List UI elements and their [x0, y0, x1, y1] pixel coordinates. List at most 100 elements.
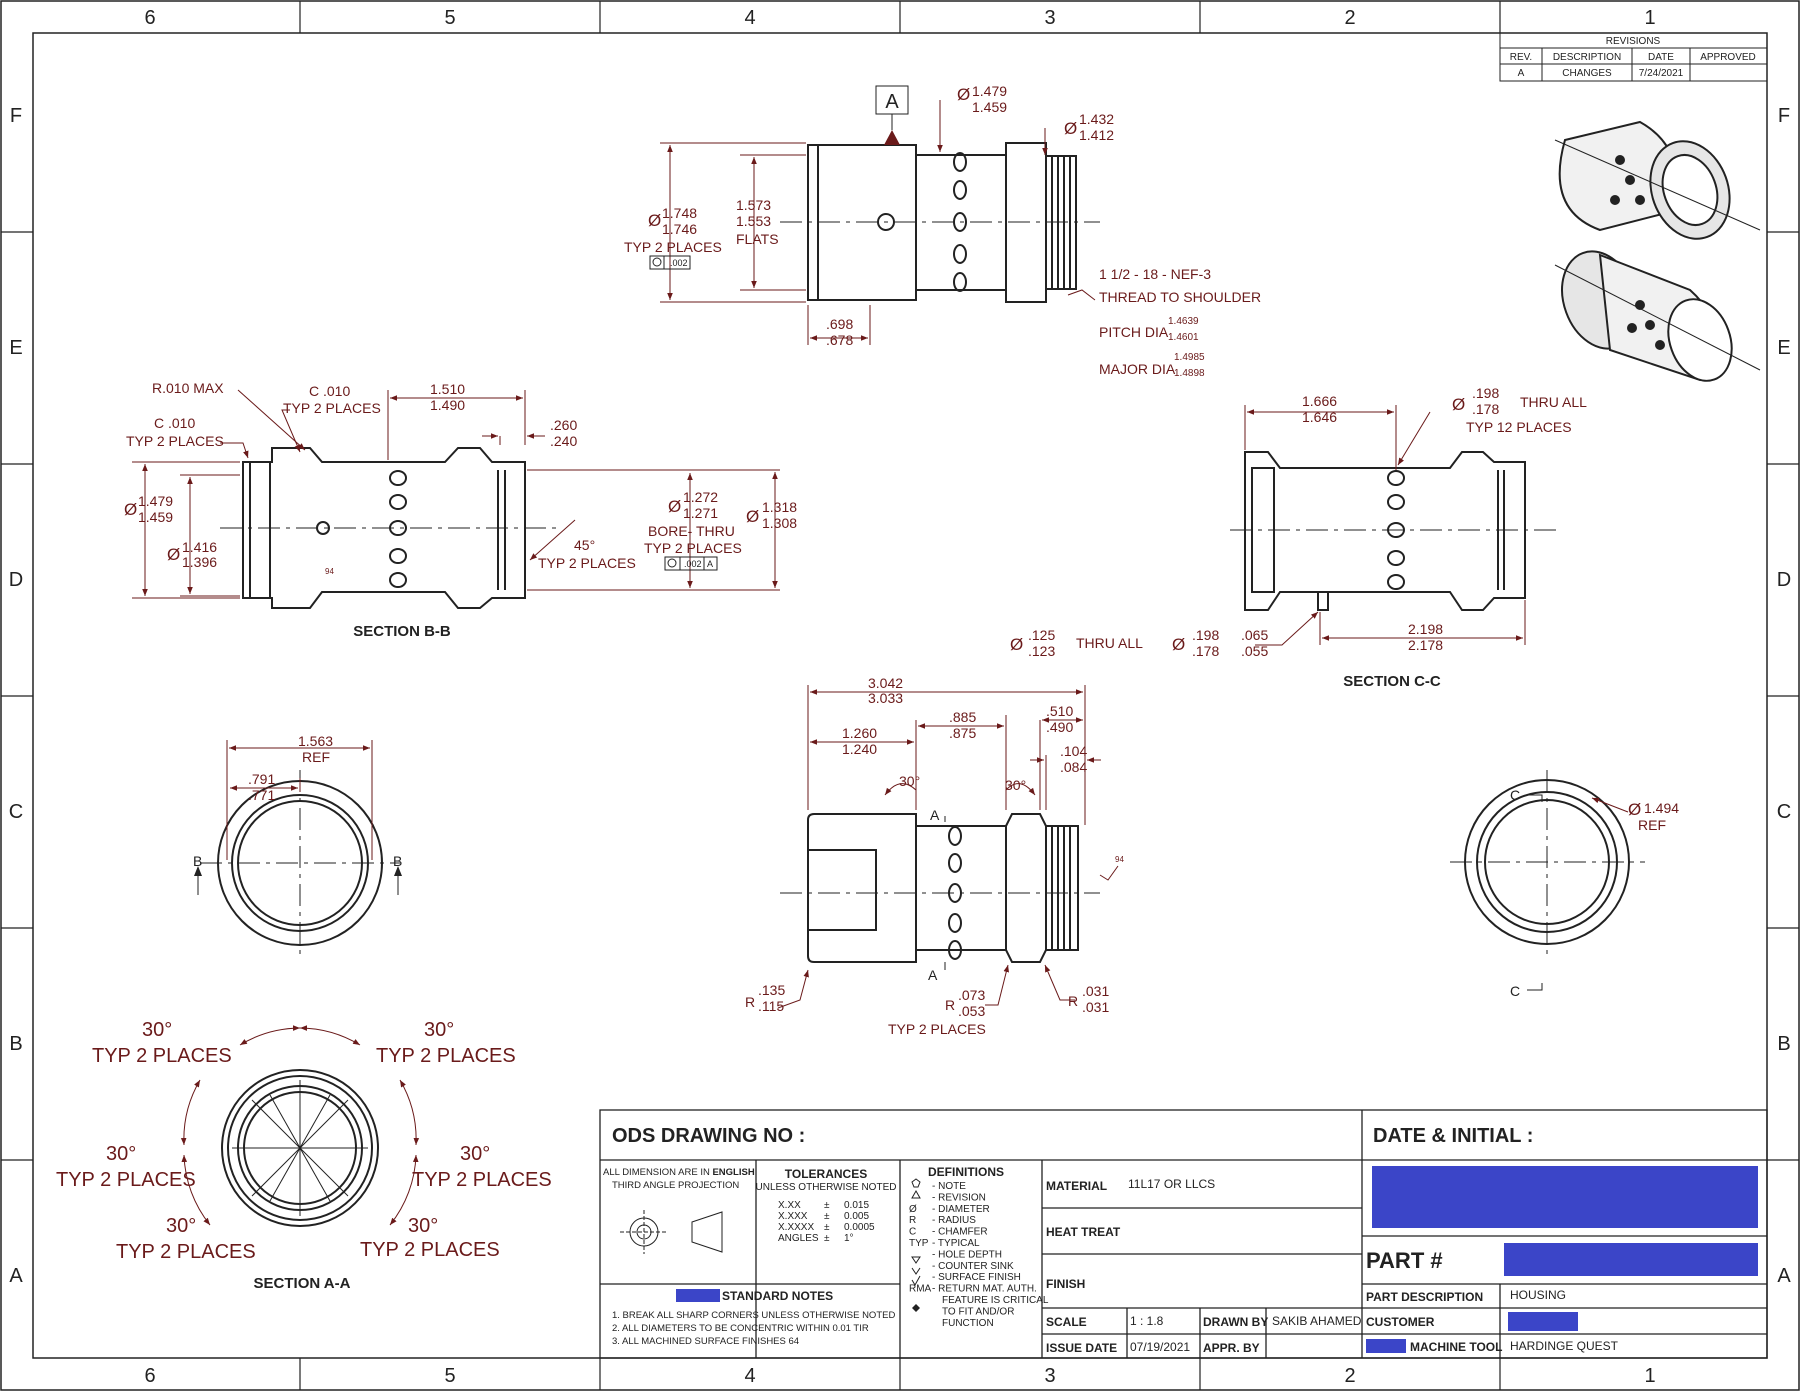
part-number-label: PART # — [1366, 1248, 1443, 1273]
dim-note: ALL DIMENSION ARE IN ENGLISH — [603, 1167, 755, 1178]
section-bb-view: Ø 1.479 1.459 Ø 1.416 1.396 1.510 1.490 … — [124, 380, 797, 640]
material-value: 11L17 OR LLCS — [1128, 1177, 1215, 1191]
svg-text:.002: .002 — [670, 258, 688, 268]
svg-text:Ø: Ø — [1172, 635, 1185, 654]
svg-text:Ø: Ø — [1010, 635, 1023, 654]
dim-text: .178 — [1192, 643, 1219, 659]
svg-text:Ø: Ø — [1628, 800, 1641, 819]
dim-text: R — [1068, 993, 1078, 1009]
definition-text: - DIAMETER — [932, 1204, 990, 1215]
dim-text: BORE- THRU — [648, 523, 735, 539]
section-mark: C — [1510, 983, 1520, 999]
definition-text: - NOTE — [932, 1181, 966, 1192]
tolerance-cell: 0.0005 — [844, 1222, 875, 1233]
dim-text: TYP 2 PLACES — [283, 400, 381, 416]
std-note: 2. ALL DIAMETERS TO BE CONCENTRIC WITHIN… — [612, 1323, 869, 1334]
dim-text: .135 — [758, 982, 785, 998]
col-label: 2 — [1344, 7, 1355, 29]
dim-text: .053 — [958, 1003, 985, 1019]
definition-symbol: R — [909, 1215, 916, 1226]
tol-title: TOLERANCES — [785, 1167, 867, 1181]
dim-text: TYP 2 PLACES — [624, 239, 722, 255]
third-angle-symbol — [620, 1210, 723, 1254]
redacted-box — [1366, 1339, 1406, 1353]
rev-cell: A — [1518, 68, 1525, 79]
tolerance-cell: 1° — [844, 1233, 854, 1244]
row-label: B — [9, 1033, 22, 1055]
dim-text: 1.748 — [662, 205, 697, 221]
dim-text: REF — [302, 749, 330, 765]
dim-text: .240 — [550, 433, 577, 449]
dim-text: THRU ALL — [1520, 394, 1587, 410]
svg-text:Ø: Ø — [167, 545, 180, 564]
tolerance-cell: ± — [824, 1200, 830, 1211]
dim-text: MAJOR DIA — [1099, 361, 1176, 377]
dim-text: 1.479 — [972, 83, 1007, 99]
dim-text: 2.198 — [1408, 621, 1443, 637]
projection-note: THIRD ANGLE PROJECTION — [612, 1180, 739, 1191]
dim-text: TYP 2 PLACES — [644, 540, 742, 556]
row-label: C — [1777, 801, 1791, 823]
angle-text: TYP 2 PLACES — [412, 1169, 552, 1191]
view-mark: A — [930, 807, 940, 823]
drawn-by-value: SAKIB AHAMED — [1272, 1314, 1362, 1328]
tolerance-cell: ± — [824, 1222, 830, 1233]
dim-text: C .010 — [309, 383, 350, 399]
dim-text: .084 — [1060, 759, 1087, 775]
dim-text: 2.178 — [1408, 637, 1443, 653]
dim-text: .125 — [1028, 627, 1055, 643]
revisions-title: REVISIONS — [1606, 36, 1661, 47]
section-mark: C — [1510, 787, 1520, 803]
dim-text: 45° — [574, 537, 595, 553]
dim-text: 1.553 — [736, 213, 771, 229]
dim-text: 1.4639 — [1168, 316, 1199, 327]
row-label: F — [1778, 105, 1790, 127]
dim-text: FLATS — [736, 231, 779, 247]
dim-text: .510 — [1046, 703, 1073, 719]
dim-text: 1.459 — [138, 509, 173, 525]
svg-text:Ø: Ø — [668, 497, 681, 516]
col-label: 4 — [744, 1365, 755, 1387]
col-label: 5 — [444, 1365, 455, 1387]
heat-treat-label: HEAT TREAT — [1046, 1225, 1121, 1239]
thread-callout: 1 1/2 - 18 - NEF-3 — [1099, 266, 1211, 282]
dim-text: 1.646 — [1302, 409, 1337, 425]
row-label: E — [9, 337, 22, 359]
svg-text:A: A — [707, 559, 713, 569]
finish-symbol: 94 — [1115, 855, 1124, 864]
dim-text: 1.272 — [683, 489, 718, 505]
fcf-box: .002 A — [664, 556, 718, 571]
svg-text:Ø: Ø — [124, 500, 137, 519]
redacted-box — [1508, 1312, 1578, 1331]
svg-text:Ø: Ø — [1452, 395, 1465, 414]
tolerance-rows: X.XX±0.015X.XXX±0.005X.XXXX±0.0005ANGLES… — [778, 1200, 875, 1244]
revisions-table: REVISIONS REV. DESCRIPTION DATE APPROVED… — [1499, 32, 1768, 82]
section-title: SECTION C-C — [1343, 673, 1441, 690]
definition-text: TO FIT AND/OR — [942, 1306, 1014, 1317]
redacted-box — [676, 1289, 720, 1302]
tolerance-cell: X.XXXX — [778, 1222, 814, 1233]
dim-text: R — [745, 994, 755, 1010]
dim-text: 30° — [899, 773, 920, 789]
dim-text: .885 — [949, 709, 976, 725]
col-label: 6 — [144, 1365, 155, 1387]
angle-text: TYP 2 PLACES — [360, 1239, 500, 1261]
dim-text: THRU ALL — [1076, 635, 1143, 651]
dim-text: TYP 2 PLACES — [888, 1021, 986, 1037]
dim-text: .771 — [248, 787, 275, 803]
rev-header: APPROVED — [1700, 52, 1756, 63]
redacted-box — [1504, 1243, 1758, 1276]
definition-text: - HOLE DEPTH — [932, 1249, 1002, 1260]
definition-text: FEATURE IS CRITICAL — [942, 1295, 1049, 1306]
tolerance-cell: X.XX — [778, 1200, 801, 1211]
dim-text: 1.494 — [1644, 800, 1679, 816]
dim-text: 1.4985 — [1174, 352, 1205, 363]
dim-text: .115 — [758, 998, 784, 1014]
tolerance-cell: ± — [824, 1233, 830, 1244]
dim-text: C .010 — [154, 415, 195, 431]
std-note: 1. BREAK ALL SHARP CORNERS UNLESS OTHERW… — [612, 1310, 895, 1321]
issue-date-label: ISSUE DATE — [1046, 1341, 1117, 1355]
dim-text: .055 — [1241, 643, 1268, 659]
top-view: A Ø 1.479 1.459 Ø 1.432 1.412 Ø 1.748 1.… — [624, 83, 1261, 379]
